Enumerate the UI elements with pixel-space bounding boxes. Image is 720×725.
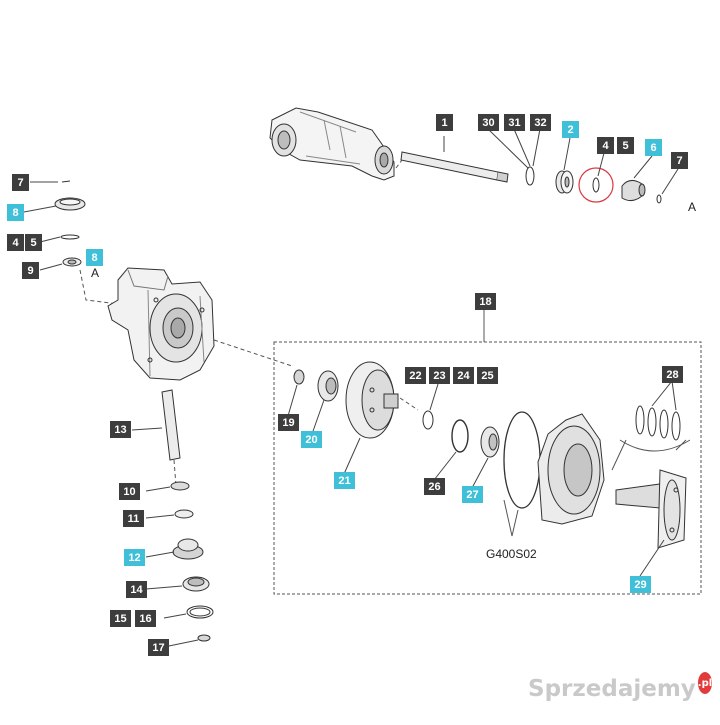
- callout-13: 13: [110, 421, 131, 438]
- callout-16: 16: [135, 610, 156, 627]
- reference-a-left: A: [91, 266, 100, 280]
- brand-watermark: Sprzedajemy .pl: [528, 671, 713, 707]
- drive-shaft-1: [400, 151, 509, 183]
- callout-5-left: 5: [25, 234, 42, 251]
- assembly-code-label: G400S02: [486, 547, 537, 561]
- callout-8-left-top: 8: [7, 204, 24, 221]
- callout-9: 9: [22, 262, 39, 279]
- callout-22: 22: [405, 367, 426, 384]
- callout-19: 19: [278, 414, 299, 431]
- output-shaft-29: [615, 469, 687, 549]
- ring-11: [174, 509, 194, 519]
- callout-25: 25: [477, 367, 498, 384]
- callout-6: 6: [645, 139, 662, 156]
- ring-4-5-left: [60, 234, 80, 240]
- vertical-shaft-13: [161, 389, 181, 461]
- callout-11: 11: [123, 510, 144, 527]
- callout-7-top: 7: [671, 152, 688, 169]
- shims-28: [635, 405, 681, 441]
- bearing-14: [182, 576, 210, 592]
- callout-21: 21: [334, 472, 355, 489]
- callout-18: 18: [475, 293, 496, 310]
- flange-21: [345, 361, 399, 439]
- callout-1: 1: [436, 114, 453, 131]
- callout-8-left-bottom: 8: [86, 249, 103, 266]
- callout-20: 20: [301, 431, 322, 448]
- seal-15-16: [186, 605, 214, 619]
- cap-12: [172, 538, 204, 560]
- callout-17: 17: [148, 639, 169, 656]
- gear-housing-cover: [537, 413, 605, 525]
- brand-badge-icon: .pl: [697, 672, 713, 694]
- callout-27: 27: [462, 486, 483, 503]
- callout-30: 30: [478, 114, 499, 131]
- callout-7-left: 7: [12, 174, 29, 191]
- brand-watermark-text: Sprzedajemy: [528, 676, 696, 702]
- assembly-18-frame: [273, 341, 702, 595]
- callout-5-top: 5: [617, 137, 634, 154]
- callout-15: 15: [110, 610, 131, 627]
- upper-gear-housing: [269, 107, 395, 181]
- bearing-20: [317, 370, 339, 402]
- callout-26: 26: [424, 478, 445, 495]
- callout-28: 28: [662, 366, 683, 383]
- highlighted-seal-circle: [578, 167, 614, 203]
- circlip-26: [451, 419, 469, 453]
- bearing-10: [170, 481, 190, 491]
- callout-2: 2: [562, 121, 579, 138]
- bearing-27: [480, 426, 500, 458]
- callout-24: 24: [453, 367, 474, 384]
- bearing-2: [555, 170, 574, 194]
- callout-23: 23: [429, 367, 450, 384]
- reference-a-top: A: [688, 200, 697, 214]
- callout-14: 14: [126, 581, 147, 598]
- ring-17: [197, 634, 211, 642]
- callout-4-top: 4: [597, 137, 614, 154]
- circlip-7-top: [656, 194, 662, 204]
- main-gearbox-housing: [107, 267, 215, 381]
- ring-22-25: [422, 410, 434, 430]
- nut-19: [293, 369, 305, 385]
- callout-29: 29: [630, 576, 651, 593]
- callout-4-left: 4: [7, 234, 24, 251]
- ring-30-31-32: [525, 166, 535, 186]
- callout-31: 31: [504, 114, 525, 131]
- o-ring-g400s02: [503, 411, 541, 509]
- cap-6: [621, 180, 646, 202]
- callout-12: 12: [124, 549, 145, 566]
- callout-32: 32: [530, 114, 551, 131]
- callout-10: 10: [119, 483, 140, 500]
